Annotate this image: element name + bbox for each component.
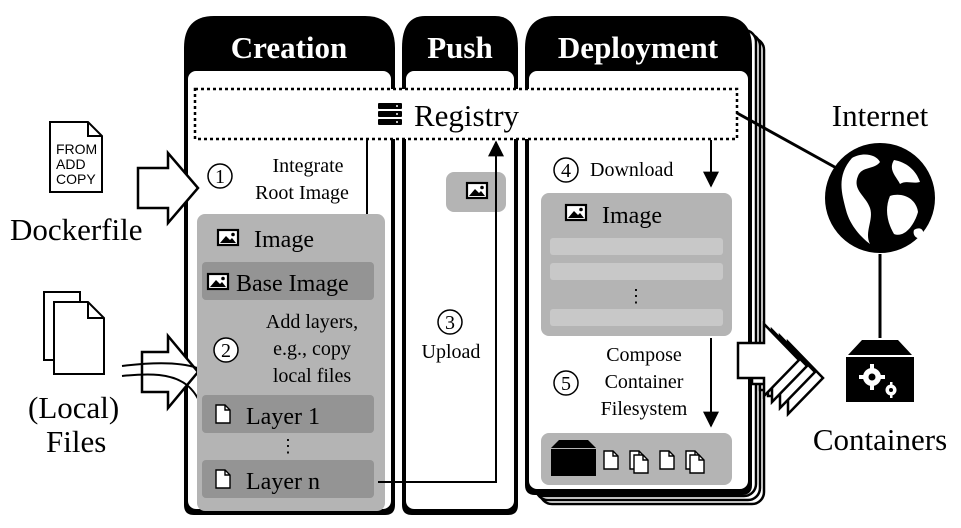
registry-bar: Registry — [193, 87, 739, 141]
creation-image-panel: Image Base Image 2 Add layers, e.g., cop… — [197, 214, 385, 511]
globe-icon — [825, 143, 935, 253]
deployment-image-panel: Image ⋮ — [541, 193, 732, 336]
step-1-line1: Integrate — [272, 155, 343, 177]
step-3-label: Upload — [422, 341, 481, 363]
file-icon — [215, 469, 231, 489]
block-arrow-icon — [736, 320, 801, 400]
registry-label: Registry — [414, 98, 520, 133]
step-5-line2: Container — [605, 371, 684, 393]
image-icon — [216, 228, 240, 247]
layer-n-label: Layer n — [246, 469, 320, 495]
server-icon — [378, 103, 402, 125]
creation-image-title: Image — [254, 227, 314, 253]
step-1-number: 1 — [215, 166, 225, 188]
step-5-number: 5 — [561, 373, 571, 395]
containers-label: Containers — [813, 422, 947, 457]
step-5-line1: Compose — [606, 344, 682, 366]
base-image-label: Base Image — [236, 271, 349, 297]
dockerfile-label: Dockerfile — [10, 212, 143, 247]
step-2-line1: Add layers, — [266, 311, 358, 333]
internet-label: Internet — [832, 98, 929, 133]
image-icon — [206, 272, 230, 291]
step-4-label: Download — [590, 159, 673, 181]
step-1-line2: Root Image — [255, 182, 349, 204]
file-icon — [603, 450, 619, 470]
step-2-line2: e.g., copy — [273, 338, 351, 360]
step-2-line3: local files — [273, 365, 352, 387]
push-upload: 3 Upload — [378, 140, 506, 483]
local-files-source: (Local) Files — [28, 291, 223, 459]
dockerfile-line-from: FROM — [56, 141, 97, 157]
files-icon — [43, 291, 105, 375]
layer-1-label: Layer 1 — [246, 404, 320, 430]
dockerfile-line-add: ADD — [56, 156, 86, 172]
container-box-icon — [846, 340, 914, 402]
step-5: 5 Compose Container Filesystem — [553, 338, 719, 428]
image-icon — [465, 181, 489, 200]
dockerfile-icon: FROM ADD COPY — [49, 121, 103, 193]
files-label-line2: Files — [46, 424, 106, 459]
container-filesystem — [541, 433, 732, 485]
file-icon — [633, 454, 649, 474]
upload-arrow — [378, 140, 504, 483]
deployment-image-title: Image — [602, 203, 662, 229]
step-2-number: 2 — [221, 340, 231, 362]
file-icon — [689, 454, 705, 474]
block-arrow-icon — [136, 149, 200, 227]
creation-title: Creation — [231, 30, 348, 65]
file-icon — [659, 450, 675, 470]
push-title: Push — [427, 30, 492, 65]
deployment-download: 4 Download — [553, 140, 719, 188]
output-arrows — [736, 320, 825, 418]
block-arrow-icon — [140, 332, 200, 412]
deployment-title: Deployment — [558, 30, 719, 65]
file-icon — [215, 404, 231, 424]
step-3-number: 3 — [445, 312, 455, 334]
container-box-icon — [551, 440, 596, 476]
image-icon — [564, 203, 588, 222]
registry-internet-link — [736, 111, 841, 172]
gear-icon — [885, 382, 897, 398]
internet-node: Internet — [825, 98, 935, 253]
files-label-line1: (Local) — [28, 390, 119, 425]
step-4-number: 4 — [561, 160, 571, 182]
step-5-line3: Filesystem — [601, 398, 688, 420]
step-1: 1 Integrate Root Image — [207, 155, 349, 204]
gear-icon — [859, 364, 885, 390]
dockerfile-line-copy: COPY — [56, 171, 96, 187]
layers-ellipsis: ⋮ — [279, 436, 297, 456]
containers-node: Containers — [813, 340, 947, 457]
deployment-layers-ellipsis: ⋮ — [627, 286, 645, 306]
dockerfile-source: FROM ADD COPY Dockerfile — [10, 121, 200, 247]
